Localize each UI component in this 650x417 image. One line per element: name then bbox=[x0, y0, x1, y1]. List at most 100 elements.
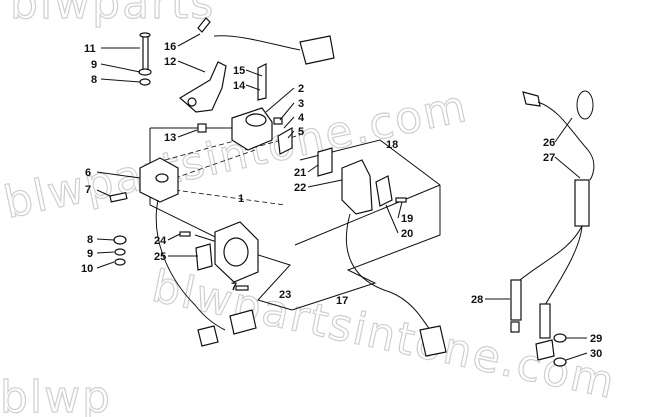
box-17-outline bbox=[291, 185, 441, 311]
mount-block-hole bbox=[155, 173, 169, 183]
cable-sleeve bbox=[574, 179, 590, 227]
nut-8 bbox=[139, 78, 151, 86]
connector-left-a bbox=[197, 325, 219, 347]
harness-left bbox=[155, 199, 257, 347]
adjuster-right bbox=[539, 303, 551, 339]
leader-8a bbox=[100, 78, 141, 83]
callout-7: 7 bbox=[85, 184, 91, 196]
wire-16 bbox=[213, 35, 301, 51]
callout-20: 20 bbox=[401, 228, 413, 240]
leader-14 bbox=[245, 84, 261, 91]
leader-21 bbox=[307, 164, 319, 173]
bolt-11 bbox=[142, 35, 149, 71]
leader-10 bbox=[96, 261, 115, 269]
callout-10: 10 bbox=[81, 263, 93, 275]
cable-branch-right bbox=[544, 225, 583, 306]
connector-left-b bbox=[229, 309, 257, 335]
adjuster-28-tip bbox=[510, 321, 520, 333]
callout-6: 6 bbox=[85, 167, 91, 179]
leader-lines bbox=[96, 33, 588, 361]
leader-4 bbox=[283, 116, 295, 129]
leader-16 bbox=[177, 33, 201, 47]
cable-loop bbox=[576, 90, 594, 120]
clip-16 bbox=[197, 17, 211, 33]
dash-line-3 bbox=[174, 189, 286, 206]
washer-9 bbox=[138, 68, 152, 76]
callout-8: 8 bbox=[91, 74, 97, 86]
screw-7b bbox=[235, 285, 249, 291]
bracket-12-hole bbox=[187, 97, 197, 107]
harness-wire bbox=[155, 199, 226, 331]
lower-washers bbox=[113, 235, 127, 266]
washer-29 bbox=[553, 333, 567, 343]
switch-18-assembly bbox=[317, 147, 447, 357]
leader-27 bbox=[554, 156, 581, 179]
wire-17 bbox=[345, 213, 431, 331]
callout-12: 12 bbox=[164, 56, 176, 68]
callout-22: 22 bbox=[294, 182, 306, 194]
box-18-bottom bbox=[294, 184, 441, 246]
cable-assembly bbox=[510, 90, 595, 367]
clip-21 bbox=[317, 147, 333, 177]
leader-13 bbox=[177, 129, 198, 138]
mount-block-6 bbox=[109, 157, 179, 203]
cable-branch-left bbox=[519, 225, 583, 281]
leader-5 bbox=[287, 130, 295, 139]
bolt-assembly-top bbox=[138, 32, 152, 86]
callout-28: 28 bbox=[471, 294, 483, 306]
callout-9: 9 bbox=[91, 59, 97, 71]
switch-housing bbox=[197, 107, 293, 155]
watermark-text-mid: blwpartsintone.com bbox=[0, 81, 472, 229]
leader-7a bbox=[96, 189, 111, 197]
leader-26 bbox=[554, 117, 573, 143]
callout-16: 16 bbox=[164, 41, 176, 53]
dash-line-2 bbox=[174, 149, 256, 179]
leader-24 bbox=[167, 233, 181, 241]
leader-9a bbox=[100, 63, 141, 73]
leader-30 bbox=[565, 352, 588, 361]
callout-24: 24 bbox=[154, 235, 167, 247]
callout-9b: 9 bbox=[87, 248, 93, 260]
screw-24 bbox=[179, 231, 191, 237]
adjuster-28 bbox=[510, 279, 522, 321]
cable-26 bbox=[537, 101, 595, 181]
callout-21: 21 bbox=[294, 167, 306, 179]
watermark-text-bottom: blwp bbox=[0, 372, 112, 417]
washer-10 bbox=[114, 258, 126, 266]
screw-19 bbox=[395, 197, 407, 203]
callout-7b: 7 bbox=[231, 281, 237, 293]
callout-29: 29 bbox=[590, 333, 602, 345]
pin-14 bbox=[257, 63, 267, 101]
callout-13: 13 bbox=[164, 132, 176, 144]
leader-12 bbox=[177, 60, 206, 73]
pin-14-15 bbox=[257, 63, 267, 101]
connector-top bbox=[299, 35, 335, 65]
switch-23-assembly bbox=[179, 221, 259, 291]
bolt-7a bbox=[109, 191, 128, 203]
callout-17: 17 bbox=[336, 295, 348, 307]
callout-23: 23 bbox=[279, 289, 291, 301]
leader-22 bbox=[307, 179, 343, 188]
leader-20 bbox=[385, 204, 399, 234]
switch-23-dial bbox=[223, 237, 249, 267]
bracket-12 bbox=[178, 17, 335, 113]
callout-27: 27 bbox=[543, 152, 555, 164]
housing-cap bbox=[245, 113, 267, 127]
callout-11: 11 bbox=[84, 43, 96, 55]
bolt-11-head bbox=[139, 32, 151, 38]
switch-18-body bbox=[341, 159, 373, 215]
callout-4: 4 bbox=[298, 112, 305, 124]
leader-19 bbox=[397, 201, 403, 219]
watermark-text-top: blwparts bbox=[10, 0, 215, 29]
bushing-13 bbox=[197, 123, 207, 133]
callout-26: 26 bbox=[543, 137, 555, 149]
callout-1: 1 bbox=[238, 193, 244, 205]
spring-3 bbox=[273, 117, 283, 125]
washer-30 bbox=[553, 357, 567, 367]
washer-9b bbox=[114, 248, 126, 256]
callout-2: 2 bbox=[298, 83, 304, 95]
callout-5: 5 bbox=[298, 126, 304, 138]
leader-3 bbox=[279, 102, 295, 121]
leader-8b bbox=[96, 238, 115, 241]
